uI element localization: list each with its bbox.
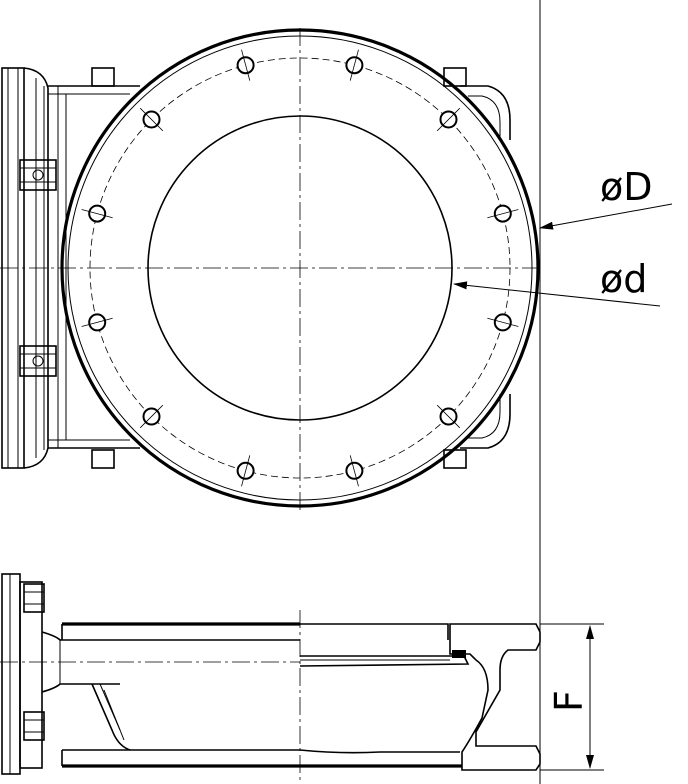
dimension-inner-diameter: ød	[453, 257, 661, 307]
bolt-holes	[81, 49, 519, 487]
label-face-to-face: F	[547, 690, 591, 712]
bolt-hole-center-mark	[436, 404, 461, 429]
bolt-hole-center-mark	[436, 107, 461, 132]
label-inner-diameter: ød	[600, 257, 647, 301]
left-bolt-upper-front	[19, 159, 57, 191]
bolt-hole-center-mark	[487, 317, 519, 327]
gate-blade	[299, 650, 470, 667]
bolt-hole-center-mark	[81, 209, 113, 219]
dimension-face-to-face: F	[540, 623, 604, 771]
side-view: F	[0, 573, 604, 784]
body-top-side	[61, 622, 449, 640]
bolt-hole-center-mark	[241, 455, 251, 487]
bolt-hole-center-mark	[349, 49, 359, 81]
body-bottom-side	[61, 683, 462, 768]
left-bolt-lower-side	[23, 711, 45, 741]
bolt-hole-center-mark	[487, 209, 519, 219]
bolt-hole-center-mark	[139, 404, 164, 429]
hatched-section	[449, 623, 541, 771]
left-flange-side	[1, 573, 43, 775]
body-frame-front	[48, 85, 140, 449]
dimension-outer-diameter: øD	[539, 165, 673, 230]
front-view	[0, 28, 540, 510]
bolt-hole-center-mark	[241, 49, 251, 81]
left-bolt-lower-front	[19, 345, 57, 377]
bolt-hole-center-mark	[81, 317, 113, 327]
bolt-hole-center-mark	[349, 455, 359, 487]
bolt-hole-center-mark	[139, 107, 164, 132]
left-flange-front	[1, 67, 49, 469]
label-outer-diameter: øD	[600, 165, 653, 209]
right-boss-front	[460, 85, 511, 449]
left-bolt-upper-side	[23, 583, 45, 613]
